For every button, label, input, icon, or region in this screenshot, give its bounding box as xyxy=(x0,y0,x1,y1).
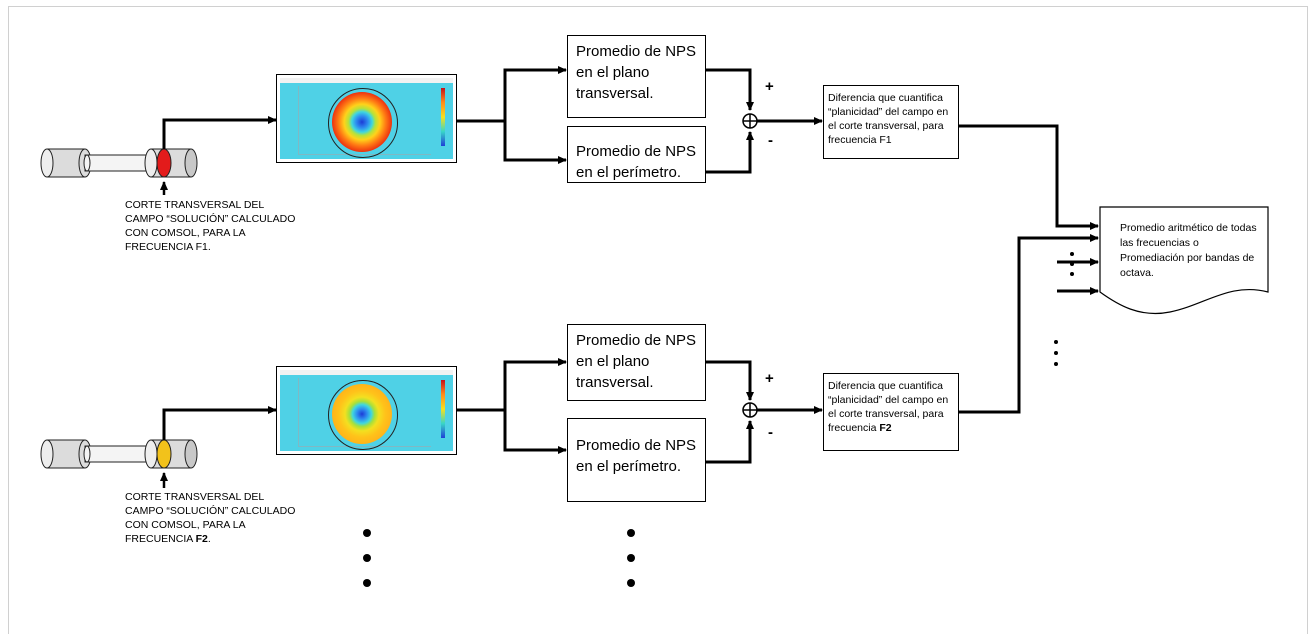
wire-perimeter-to-sum-2 xyxy=(706,420,754,464)
caption-slice-2-line-4: FRECUENCIA F2. xyxy=(125,533,211,545)
minus-sign-1: - xyxy=(768,132,773,149)
wire-plane-to-sum-2 xyxy=(706,360,754,401)
slice-marker-1 xyxy=(156,148,172,178)
colorbar-2 xyxy=(441,380,445,438)
continuation-dot xyxy=(1054,351,1058,355)
caption-slice-2: CORTE TRANSVERSAL DEL CAMPO “SOLUCIÓN” C… xyxy=(125,490,295,546)
caption-slice-1-line-3: CON COMSOL, PARA LA xyxy=(125,227,246,239)
continuation-dot xyxy=(1070,252,1074,256)
field-disk-1 xyxy=(332,92,392,152)
box-perimeter-average-1: Promedio de NPS en el perímetro. xyxy=(567,126,706,183)
wire-slice-to-sim-1 xyxy=(162,116,277,149)
wire-result-to-final-1 xyxy=(959,124,1099,230)
wire-split-to-perimeter-1 xyxy=(503,121,567,164)
box-plane-average-1: Promedio de NPS en el plano transversal. xyxy=(567,35,706,118)
continuation-dot xyxy=(1054,340,1058,344)
final-document-shape xyxy=(1099,206,1269,314)
box-perimeter-average-2: Promedio de NPS en el perímetro. xyxy=(567,418,706,502)
plus-sign-2: + xyxy=(765,370,774,387)
simulation-plot-2 xyxy=(280,370,453,451)
simulation-image-1 xyxy=(276,74,457,163)
continuation-dot xyxy=(1070,262,1074,266)
caption-slice-1-line-2: CAMPO “SOLUCIÓN” CALCULADO xyxy=(125,213,296,225)
wire-perimeter-to-sum-1 xyxy=(706,131,754,174)
continuation-dot xyxy=(627,554,635,562)
caption-slice-2-line-2: CAMPO “SOLUCIÓN” CALCULADO xyxy=(125,505,296,517)
colorbar-1 xyxy=(441,88,445,146)
caption-slice-2-line-1: CORTE TRANSVERSAL DEL xyxy=(125,491,265,503)
pipe-cylinder-1 xyxy=(40,148,198,178)
simulation-plot-1 xyxy=(280,78,453,159)
caption-slice-1-line-4: FRECUENCIA F1. xyxy=(125,241,211,253)
continuation-dot xyxy=(627,579,635,587)
box-result-1: Diferencia que cuantifica “planicidad” d… xyxy=(823,85,959,159)
minus-sign-2: - xyxy=(768,424,773,441)
sum-node-1 xyxy=(742,113,758,129)
wire-slice-to-sim-2 xyxy=(162,406,277,440)
wire-split-to-plane-2 xyxy=(503,358,567,410)
continuation-dot xyxy=(363,554,371,562)
field-disk-2 xyxy=(332,384,392,444)
caption-slice-2-line-3: CON COMSOL, PARA LA xyxy=(125,519,246,531)
final-box-text: Promedio aritmético de todas las frecuen… xyxy=(1120,222,1257,279)
wire-plane-to-sum-1 xyxy=(706,68,754,111)
box-plane-average-2: Promedio de NPS en el plano transversal. xyxy=(567,324,706,401)
plus-sign-1: + xyxy=(765,78,774,95)
wire-split-to-perimeter-2 xyxy=(503,410,567,454)
continuation-dot xyxy=(1070,272,1074,276)
continuation-dot xyxy=(627,529,635,537)
simulation-image-2 xyxy=(276,366,457,455)
continuation-dot xyxy=(363,579,371,587)
box-result-2: Diferencia que cuantifica “planicidad” d… xyxy=(823,373,959,451)
sum-node-2 xyxy=(742,402,758,418)
slice-marker-2 xyxy=(156,439,172,469)
wire-split-to-plane-1 xyxy=(503,66,567,121)
caption-slice-1-line-1: CORTE TRANSVERSAL DEL xyxy=(125,199,265,211)
continuation-dot xyxy=(363,529,371,537)
caption-slice-1: CORTE TRANSVERSAL DEL CAMPO “SOLUCIÓN” C… xyxy=(125,198,295,254)
continuation-dot xyxy=(1054,362,1058,366)
wire-result-to-final-2 xyxy=(959,234,1099,414)
pipe-cylinder-2 xyxy=(40,439,198,469)
